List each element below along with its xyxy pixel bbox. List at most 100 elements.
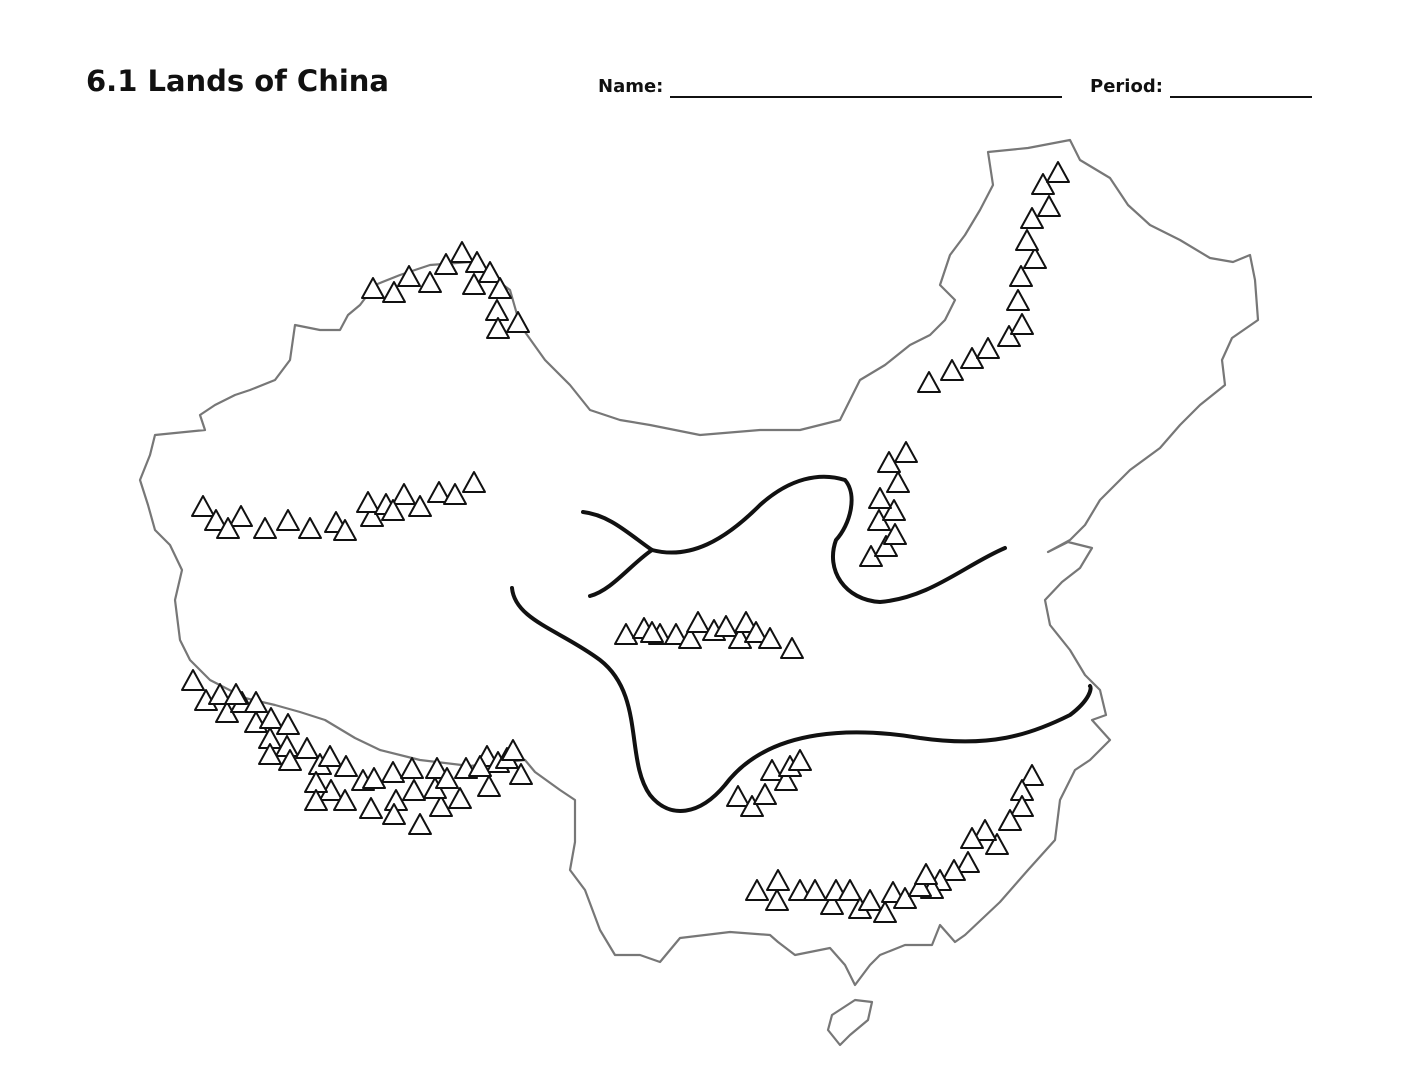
mountain-symbol: [443, 483, 467, 505]
mountain-symbol: [356, 491, 380, 513]
mountain-symbol: [1031, 173, 1055, 195]
mountain-symbol: [760, 759, 784, 781]
mountain-symbol: [714, 615, 738, 637]
mountain-symbol: [894, 441, 918, 463]
mountain-symbol: [1009, 265, 1033, 287]
mountain-symbol: [429, 795, 453, 817]
mountain-symbol: [468, 755, 492, 777]
mountain-ranges: [181, 161, 1070, 923]
mountain-symbol: [509, 763, 533, 785]
mountain-symbol: [276, 713, 300, 735]
mountain-symbol: [1020, 207, 1044, 229]
mountain-symbol: [333, 519, 357, 541]
mountain-symbol: [678, 627, 702, 649]
mountain-symbol: [774, 769, 798, 791]
huang-he-branch: [588, 548, 654, 598]
mountain-symbol: [744, 621, 768, 643]
mountain-symbol: [868, 487, 892, 509]
mountain-symbol: [462, 471, 486, 493]
mountain-symbol: [488, 277, 512, 299]
mountain-symbol: [788, 879, 812, 901]
mountain-symbol: [883, 523, 907, 545]
mountain-symbol: [360, 505, 384, 527]
mountain-symbol: [382, 281, 406, 303]
mountain-symbol: [614, 623, 638, 645]
mountain-symbol: [726, 785, 750, 807]
mountain-symbol: [278, 749, 302, 771]
chang-jiang-river: [510, 586, 1093, 813]
mountain-symbol: [788, 749, 812, 771]
mountain-symbol: [381, 499, 405, 521]
mountain-symbol: [803, 879, 827, 901]
mountain-symbol: [973, 819, 997, 841]
mountain-symbol: [664, 623, 688, 645]
mountain-symbol: [258, 743, 282, 765]
mountain-symbol: [908, 875, 932, 897]
mountain-symbol: [392, 483, 416, 505]
wuling-mountains: [726, 749, 812, 817]
mountain-symbol: [425, 757, 449, 779]
mountain-symbol: [501, 739, 525, 761]
altai-mountains: [361, 241, 530, 339]
mountain-symbol: [873, 901, 897, 923]
mountain-symbol: [276, 509, 300, 531]
taihang-mountains: [859, 441, 918, 567]
mountain-symbol: [881, 881, 905, 903]
mountain-symbol: [295, 737, 319, 759]
kunlun-himalaya-mountains: [181, 669, 533, 835]
mountain-symbol: [780, 637, 804, 659]
mountain-symbol: [734, 611, 758, 633]
mountain-symbol: [486, 317, 510, 339]
mountain-symbol: [224, 683, 248, 705]
mountain-symbol: [402, 779, 426, 801]
name-field[interactable]: Name:: [598, 76, 1063, 102]
mountain-symbol: [229, 505, 253, 527]
mountain-symbol: [450, 241, 474, 263]
mountain-symbol: [361, 277, 385, 299]
mountain-symbol: [1006, 289, 1030, 311]
mountain-symbol: [477, 775, 501, 797]
mountain-symbol: [362, 767, 386, 789]
greater-khingan-mountains: [917, 161, 1070, 393]
mountain-symbol: [382, 803, 406, 825]
china-mainland-outline: [138, 138, 1260, 987]
mountain-symbol: [858, 889, 882, 911]
mountain-symbol: [758, 627, 782, 649]
mountain-symbol: [304, 789, 328, 811]
mountain-symbol: [765, 889, 789, 911]
page-title: 6.1 Lands of China: [86, 64, 389, 98]
mountain-symbol: [191, 495, 215, 517]
mountain-symbol: [985, 833, 1009, 855]
period-field[interactable]: Period:: [1090, 76, 1314, 102]
mountain-symbol: [435, 767, 459, 789]
nanling-mountains: [745, 863, 938, 923]
name-blank-line[interactable]: [670, 96, 1062, 98]
mountain-symbol: [298, 517, 322, 539]
mountain-symbol: [418, 271, 442, 293]
mountain-symbol: [686, 611, 710, 633]
mountain-symbol: [1020, 764, 1044, 786]
mountain-symbol: [838, 879, 862, 901]
mountain-symbol: [359, 797, 383, 819]
mountain-symbol: [333, 789, 357, 811]
mountain-symbol: [208, 683, 232, 705]
tian-shan-mountains: [191, 471, 486, 541]
mountain-symbol: [820, 893, 844, 915]
mountain-symbol: [886, 471, 910, 493]
mountain-symbol: [917, 371, 941, 393]
mountain-symbol: [1046, 161, 1070, 183]
mountain-symbol: [181, 669, 205, 691]
mountain-symbol: [976, 337, 1000, 359]
wuyi-mountains: [920, 764, 1044, 899]
mountain-symbol: [462, 273, 486, 295]
name-label: Name:: [598, 76, 664, 97]
mountain-symbol: [874, 535, 898, 557]
mountain-symbol: [1015, 229, 1039, 251]
period-blank-line[interactable]: [1170, 96, 1312, 98]
mountain-symbol: [253, 517, 277, 539]
mountain-symbol: [408, 813, 432, 835]
mountain-symbol: [942, 859, 966, 881]
mountain-symbol: [400, 757, 424, 779]
mountain-symbol: [740, 795, 764, 817]
